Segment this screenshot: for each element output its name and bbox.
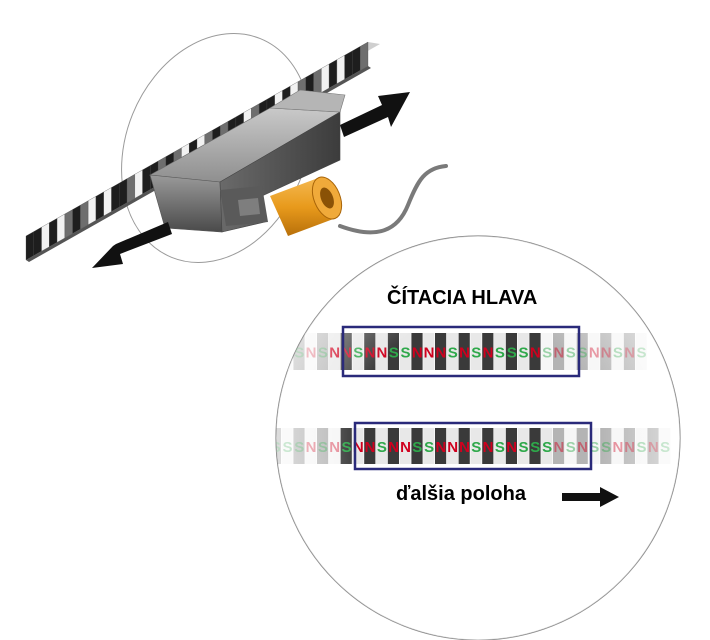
tape-cell	[276, 333, 281, 370]
ruler-segment	[25, 231, 34, 261]
orange-sensor	[270, 176, 343, 236]
tape-cell	[258, 333, 269, 370]
tape-cell	[258, 428, 269, 464]
ruler-segment	[56, 213, 66, 243]
pole-north-label: N	[258, 439, 269, 456]
reading-head-block	[149, 89, 346, 233]
reading-window-1	[341, 325, 581, 378]
ruler-segment	[134, 169, 143, 199]
pole-north-label: N	[258, 345, 269, 362]
ruler-segment	[103, 187, 112, 217]
ruler-segment	[352, 46, 361, 76]
sensor-cable	[338, 164, 448, 235]
magnifier-circle: NSSSNSNNSNNSSNNNSNSNSSSNSNSSNNSNS NSSSNS…	[258, 235, 681, 640]
ruler-segment	[72, 204, 81, 234]
next-position-label: ďalšia poloha	[396, 483, 526, 505]
arrow-right-icon	[562, 487, 619, 507]
ruler-segment	[344, 50, 353, 80]
ruler-segment	[360, 41, 369, 71]
ruler-segment	[33, 226, 42, 256]
ruler-segment	[80, 200, 89, 230]
ruler-segment	[119, 178, 128, 208]
ruler-segment	[126, 174, 135, 203]
ruler-segment	[328, 59, 338, 89]
ruler-segment	[142, 165, 151, 195]
pole-south-label: S	[282, 345, 292, 362]
arrow-right-icon	[340, 92, 410, 137]
ruler-segment	[111, 182, 120, 212]
ruler-segment	[41, 222, 50, 252]
ruler-segment	[321, 63, 330, 93]
arrow-left-icon	[92, 222, 172, 268]
ruler-segment	[95, 191, 104, 221]
reading-head-label: ČÍTACIA HLAVA	[387, 287, 538, 309]
orbit-ellipse	[121, 33, 311, 263]
ruler-segment	[88, 196, 97, 225]
ruler-segment	[64, 209, 73, 239]
ruler-segment	[336, 54, 345, 84]
ruler-segment	[49, 218, 58, 248]
pole-south-label: S	[271, 345, 281, 362]
reading-window-2	[353, 421, 593, 471]
